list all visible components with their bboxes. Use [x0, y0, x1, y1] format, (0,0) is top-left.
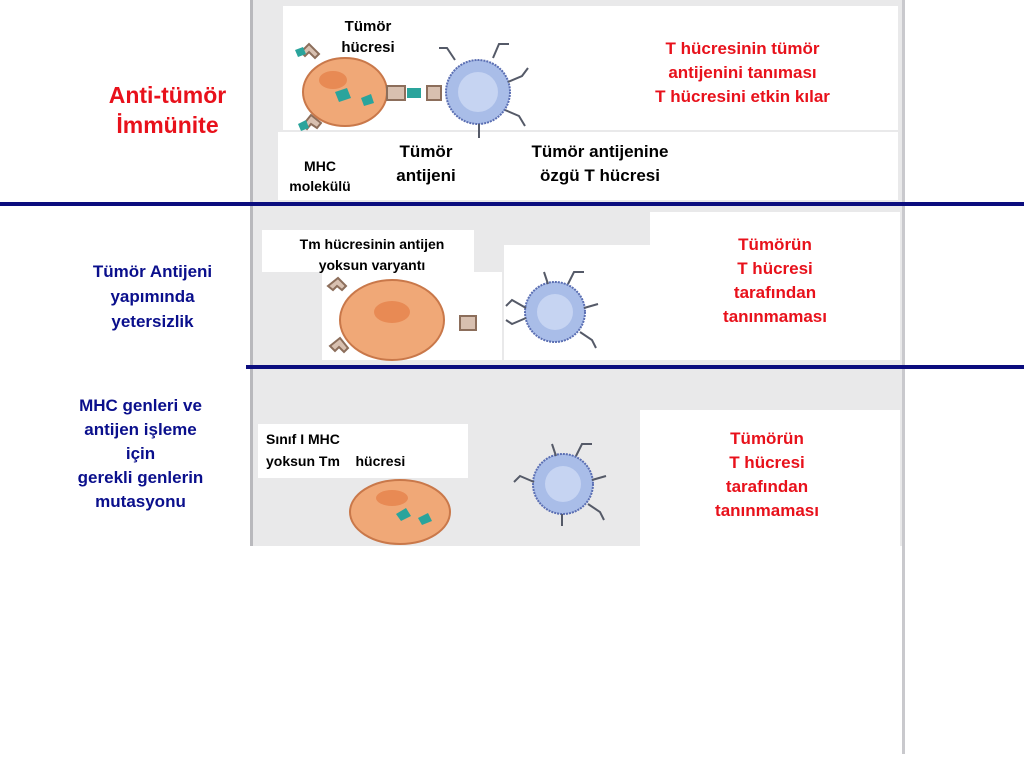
divider-middle: [246, 365, 1024, 369]
row1-labels-box: [278, 132, 898, 200]
row3-outcome-box: [640, 410, 900, 546]
divider-top: [0, 202, 1024, 206]
antigen-fragment-icon: [295, 47, 306, 57]
row2-diagram: [326, 271, 599, 361]
t-cell-receptor-icon: [439, 43, 529, 138]
tumor-antigen-icon: [335, 88, 351, 102]
tumor-nucleus-icon: [319, 71, 347, 89]
row2-label-box: [262, 230, 474, 272]
label-specific-t-cell: Tümör antijenine özgü T hücresi: [531, 142, 669, 185]
row1-outcome-text: T hücresinin tümör antijenini tanıması T…: [655, 39, 830, 106]
antigen-peptide-icon: [407, 88, 421, 98]
label-mhc-mutation: MHC genleri ve antijen işleme için gerek…: [77, 396, 204, 511]
row3-variant-label: Sınıf I MHC yoksun Tm hücresi: [266, 431, 406, 469]
row3-diagram: [349, 443, 607, 545]
label-mhc-molecule: MHC molekülü: [289, 158, 351, 194]
t-cell-nucleus-icon: [537, 294, 573, 330]
tumor-antigen-icon: [396, 508, 411, 521]
row1-outcome-box: [558, 6, 898, 130]
t-cell-nucleus-icon: [458, 72, 498, 112]
row2-outcome-box: [650, 212, 900, 360]
row2-outcome-text: Tümörün T hücresi tarafından tanınmaması: [723, 235, 827, 326]
row1-diagram: [295, 42, 529, 138]
row2-variant-label: Tm hücresinin antijen yoksun varyantı: [299, 236, 445, 273]
t-cell-receptor-icon: [505, 271, 599, 349]
panel-right-border: [902, 0, 905, 754]
label-anti-tumor-immunity: Anti-tümör İmmünite: [108, 82, 227, 138]
mhc-tcr-complex-icon: [386, 85, 442, 101]
t-cell-nucleus-icon: [545, 466, 581, 502]
antigen-fragment-icon: [298, 120, 309, 131]
row3-label-box: [258, 424, 468, 478]
label-tumor-cell: Tümör hücresi: [341, 18, 395, 56]
t-cell-receptor-icon: [513, 443, 607, 526]
panel-left-border: [250, 0, 253, 546]
tumor-antigen-icon: [418, 513, 432, 525]
label-tumor-antigen: Tümör antijeni: [396, 142, 456, 185]
label-antigen-deficiency: Tümör Antijeni yapımında yetersizlik: [92, 262, 213, 331]
mhc-molecule-top-icon: [299, 42, 321, 60]
variant-tumor-nucleus-icon: [374, 301, 410, 323]
tumor-antigen-icon: [361, 94, 374, 106]
mhc-deficient-tumor-nucleus-icon: [376, 490, 408, 506]
row3-outcome-text: Tümörün T hücresi tarafından tanınmaması: [715, 429, 819, 520]
mhc-molecule-icon: [326, 276, 477, 354]
